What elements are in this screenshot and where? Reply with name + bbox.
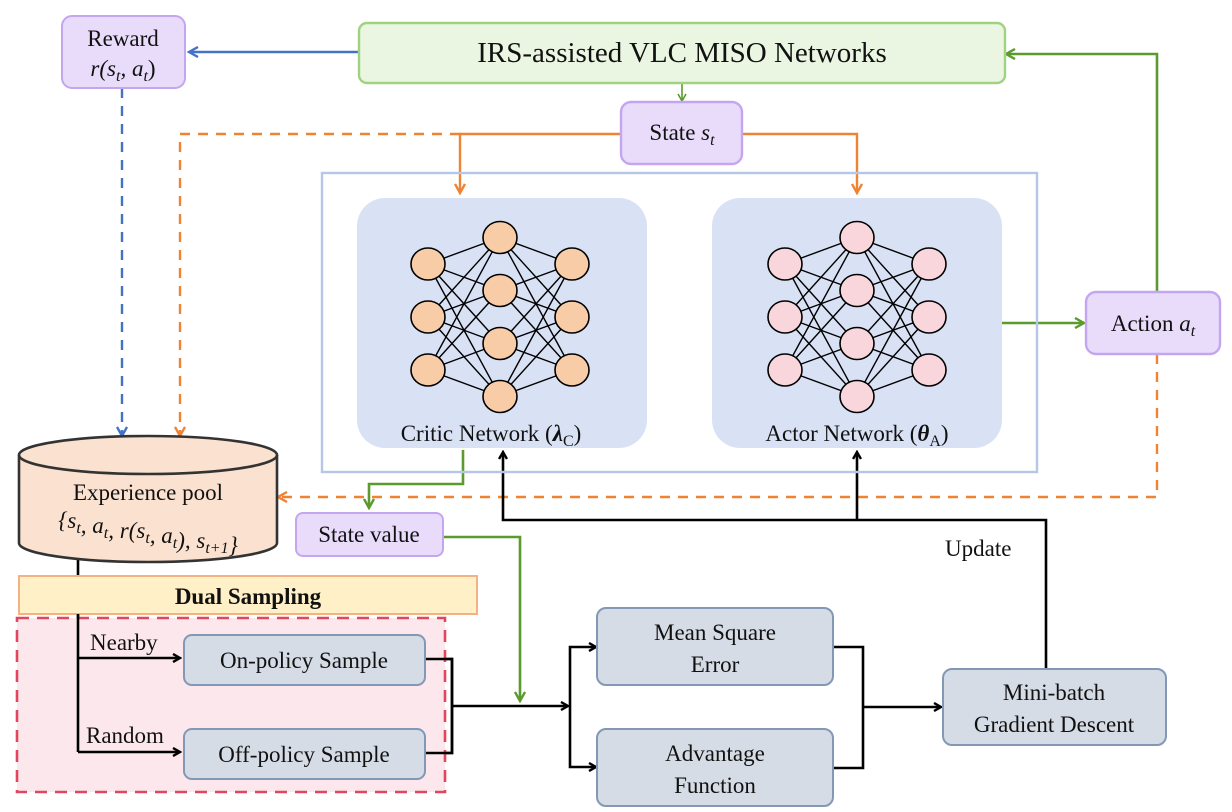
nn-node-layer-1 bbox=[839, 326, 875, 361]
state-to-actor-arrow bbox=[742, 132, 857, 193]
experience-pool[interactable]: Experience pool {st, at, r(st, at), st+1… bbox=[17, 434, 279, 564]
nn-edge bbox=[499, 263, 573, 344]
nn-node-layer-1 bbox=[482, 220, 518, 255]
action-to-pool-arrow bbox=[278, 354, 1159, 497]
optimizer-label-line1: Mini-batch bbox=[1003, 680, 1106, 705]
nn-node-layer-0 bbox=[767, 353, 803, 387]
critic-network-panel[interactable]: Critic Network (λC) bbox=[357, 198, 647, 450]
nn-node-layer-2 bbox=[554, 247, 590, 281]
tuple-term: , r(s bbox=[108, 518, 145, 543]
nn-edge bbox=[856, 316, 930, 397]
to-mse-arrow bbox=[568, 647, 596, 706]
nn-node-layer-2 bbox=[911, 353, 947, 387]
on-policy-sample-label: On-policy Sample bbox=[220, 648, 388, 673]
tuple-term: } bbox=[229, 533, 238, 558]
update-line bbox=[503, 452, 1048, 668]
state-value-label: State value bbox=[318, 522, 420, 547]
nn-node-layer-0 bbox=[767, 247, 803, 281]
nn-node-layer-2 bbox=[554, 300, 590, 334]
to-advantage-arrow bbox=[568, 706, 596, 767]
environment-box[interactable]: IRS-assisted VLC MISO Networks bbox=[357, 21, 1007, 85]
tuple-subscript: t bbox=[104, 525, 109, 542]
tuple-subscript: t bbox=[173, 535, 178, 552]
nn-node-layer-1 bbox=[839, 379, 875, 414]
tuple-term: ), s bbox=[175, 528, 205, 553]
tuple-subscript: t bbox=[76, 520, 81, 537]
tuple-term: , a bbox=[150, 523, 173, 548]
tuple-term: {s bbox=[58, 508, 76, 533]
nn-edge bbox=[427, 237, 501, 318]
mini-batch-gd-box[interactable]: Mini-batch Gradient Descent bbox=[942, 668, 1167, 746]
mse-box[interactable]: Mean Square Error bbox=[596, 607, 834, 686]
off-policy-sample-box[interactable]: Off-policy Sample bbox=[183, 728, 426, 780]
tuple-subscript: t bbox=[145, 530, 150, 547]
nn-edge bbox=[856, 263, 930, 344]
nn-edge bbox=[784, 237, 858, 371]
mse-label-line1: Mean Square bbox=[654, 620, 776, 645]
nn-edge bbox=[499, 263, 573, 397]
nn-node-layer-2 bbox=[911, 300, 947, 334]
reward-formula: r(st, at) bbox=[90, 56, 155, 85]
state-value-box[interactable]: State value bbox=[295, 512, 444, 557]
action-box[interactable]: Action at bbox=[1084, 290, 1222, 356]
nn-node-layer-2 bbox=[554, 353, 590, 387]
nn-edge bbox=[427, 290, 501, 371]
actor-network-panel[interactable]: Actor Network (θA) bbox=[712, 198, 1002, 450]
experience-pool-label: Experience pool bbox=[73, 480, 223, 505]
environment-label: IRS-assisted VLC MISO Networks bbox=[477, 37, 887, 69]
nn-node-layer-0 bbox=[410, 353, 446, 387]
adv-out-line bbox=[833, 707, 865, 770]
agent-frame bbox=[320, 171, 1039, 474]
critic-label: Critic Network (λC) bbox=[401, 421, 582, 450]
nn-node-layer-1 bbox=[839, 220, 875, 255]
reward-label: Reward bbox=[87, 26, 159, 51]
state-to-critic-arrow bbox=[460, 132, 620, 193]
update-label: Update bbox=[945, 536, 1011, 561]
actor-neural-net bbox=[767, 220, 947, 414]
nn-node-layer-1 bbox=[482, 379, 518, 414]
on-policy-sample-box[interactable]: On-policy Sample bbox=[183, 634, 426, 686]
nn-node-layer-0 bbox=[410, 247, 446, 281]
state-box[interactable]: State st bbox=[619, 100, 744, 166]
reward-box[interactable]: Reward r(st, at) bbox=[61, 15, 186, 89]
state-label: State st bbox=[649, 120, 715, 149]
nn-edge bbox=[427, 237, 501, 371]
nearby-label: Nearby bbox=[90, 630, 158, 655]
mse-out-line bbox=[833, 645, 865, 707]
dual-sampling-title: Dual Sampling bbox=[175, 584, 322, 609]
optimizer-label-line2: Gradient Descent bbox=[974, 712, 1135, 737]
nn-edge bbox=[784, 237, 858, 318]
nn-node-layer-0 bbox=[410, 300, 446, 334]
nn-edge bbox=[856, 263, 930, 397]
nn-node-layer-1 bbox=[839, 273, 875, 308]
critic-neural-net bbox=[410, 220, 590, 414]
state-to-pool-arrow bbox=[180, 132, 460, 436]
nn-node-layer-1 bbox=[482, 273, 518, 308]
advantage-label-line1: Advantage bbox=[665, 741, 765, 766]
tuple-term: , a bbox=[81, 513, 104, 538]
dual-sampling-title-bar: Dual Sampling bbox=[18, 575, 478, 615]
actor-label: Actor Network (θA) bbox=[765, 421, 948, 450]
experience-pool-tuple: {st, at, r(st, at), st+1} bbox=[58, 508, 238, 558]
mse-label-line2: Error bbox=[691, 652, 740, 677]
tuple-subscript: t+1 bbox=[205, 540, 228, 557]
critic-to-statevalue-arrow bbox=[369, 450, 465, 508]
nn-node-layer-0 bbox=[767, 300, 803, 334]
nn-edge bbox=[784, 290, 858, 371]
action-to-env-arrow bbox=[1006, 54, 1159, 292]
nn-node-layer-1 bbox=[482, 326, 518, 361]
onpolicy-out-line-2 bbox=[425, 657, 454, 755]
off-policy-sample-label: Off-policy Sample bbox=[218, 742, 389, 767]
nn-edge bbox=[499, 316, 573, 397]
action-label: Action at bbox=[1111, 311, 1196, 340]
statevalue-to-merge-arrow bbox=[443, 535, 520, 701]
advantage-function-box[interactable]: Advantage Function bbox=[596, 728, 834, 807]
nn-node-layer-2 bbox=[911, 247, 947, 281]
random-label: Random bbox=[86, 723, 164, 748]
advantage-label-line2: Function bbox=[674, 773, 756, 798]
